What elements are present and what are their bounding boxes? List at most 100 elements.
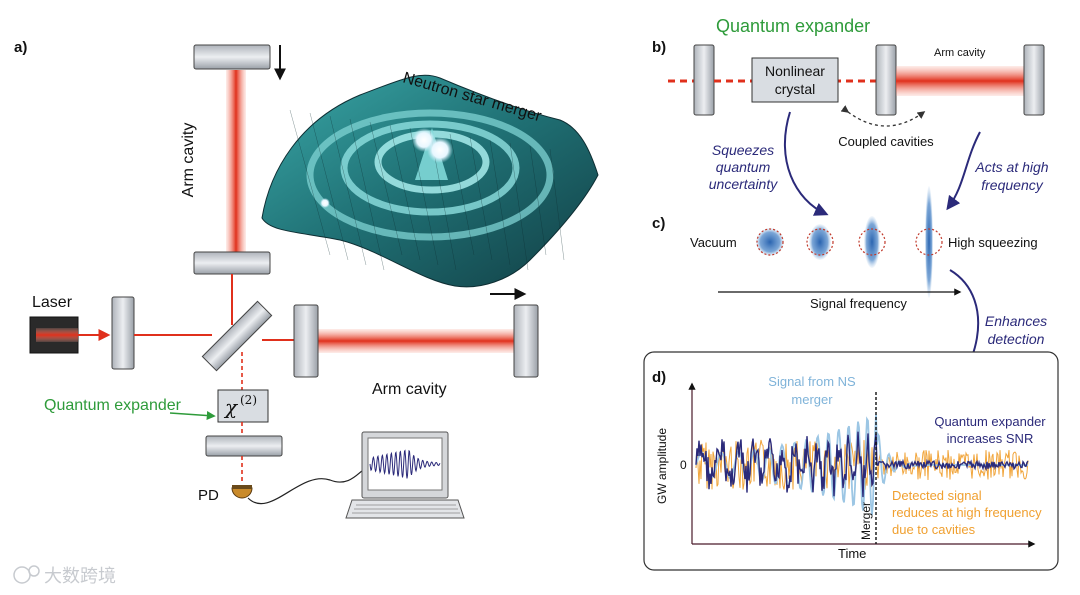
- beam-splitter: [201, 300, 273, 372]
- signal-ns-line-1: Signal from NS: [768, 374, 856, 389]
- enhances-line-1: Enhances: [985, 313, 1047, 329]
- mesh-line: [529, 145, 547, 256]
- quantum-expander-title-b: Quantum expander: [716, 16, 870, 36]
- b-input-mirror: [693, 44, 715, 116]
- time-label: Time: [838, 546, 866, 561]
- power-recycling-mirror: [111, 296, 135, 370]
- panel-b: Quantum expander b) Nonlinear crystal Ar…: [652, 16, 1049, 216]
- mesh-line: [509, 142, 529, 271]
- top-end-mirror: [193, 44, 271, 70]
- qe-line-1: Quantum expander: [934, 414, 1046, 429]
- b-end-mirror: [1023, 44, 1045, 116]
- chi2-crystal: [217, 389, 269, 423]
- keyboard-keys: [352, 504, 460, 514]
- squeezes-arrow: [783, 111, 829, 216]
- chi2-symbol: χ: [223, 395, 239, 419]
- panel-c-label: c): [652, 215, 665, 232]
- chi2-superscript: (2): [240, 393, 257, 407]
- mesh-line: [449, 133, 475, 256]
- laser-label: Laser: [32, 294, 73, 311]
- photodetector: [231, 487, 253, 499]
- nonlinear-crystal: [751, 57, 839, 103]
- watermark-logo-icon: [13, 566, 31, 584]
- mesh-line: [289, 109, 331, 256]
- panel-d-label: d): [652, 369, 666, 386]
- laser-aperture: [36, 328, 78, 342]
- watermark-logo-icon-2: [28, 565, 40, 577]
- horizontal-arm-beam: [318, 329, 514, 353]
- mesh-line: [409, 127, 439, 266]
- b-middle-mirror: [875, 44, 897, 116]
- signal-ns-line-2: merger: [791, 392, 833, 407]
- mesh-line: [309, 112, 349, 261]
- watermark-text: 大数跨境: [44, 566, 116, 587]
- squeezes-line-1: Squeezes: [712, 142, 774, 158]
- neutron-star-merger-surface: [261, 74, 599, 288]
- screen-waveform: [369, 449, 441, 479]
- mesh-line: [489, 139, 511, 266]
- mesh-line: [329, 115, 367, 266]
- pd-label: PD: [198, 487, 219, 504]
- coupled-cavities-label: Coupled cavities: [838, 134, 934, 149]
- crystal-line-1: Nonlinear: [765, 63, 825, 79]
- squeezed-state-2: [864, 216, 880, 268]
- zero-tick-label: 0: [680, 458, 687, 472]
- high-squeezed-state-circle: [915, 228, 943, 256]
- distant-star: [320, 198, 330, 208]
- mesh-line: [469, 136, 493, 261]
- high-squeezing-label: High squeezing: [948, 235, 1038, 250]
- squeezing-states: [756, 186, 943, 298]
- acts-line-1: Acts at high: [974, 159, 1048, 175]
- vacuum-state-circle: [756, 228, 784, 256]
- panel-b-label: b): [652, 39, 666, 56]
- mesh-line: [549, 148, 565, 261]
- photodetector-cap: [232, 485, 252, 489]
- panel-d: d) GW amplitude 0 Time Merger Signal fro…: [643, 351, 1059, 571]
- squeezes-line-3: uncertainty: [709, 176, 778, 192]
- quantum-expander-label-a: Quantum expander: [44, 397, 182, 414]
- vacuum-state: [756, 228, 784, 256]
- horizontal-end-mirror: [513, 304, 539, 378]
- arm-cavity-vertical-label: Arm cavity: [180, 123, 197, 198]
- squeezed-state-2-circle: [858, 228, 886, 256]
- coupled-cavities-arrow: [840, 105, 926, 127]
- mesh-line: [349, 118, 385, 271]
- neutron-star-2: [427, 137, 453, 163]
- panel-a-label: a): [14, 39, 27, 56]
- mesh-line: [369, 121, 403, 256]
- squeezes-line-2: quantum: [716, 159, 771, 175]
- detected-line-1: Detected signal: [892, 488, 982, 503]
- b-arm-cavity-label: Arm cavity: [934, 47, 986, 59]
- pd-cable: [247, 469, 365, 505]
- enhances-line-2: detection: [988, 331, 1045, 347]
- signal-frequency-label: Signal frequency: [810, 296, 907, 311]
- arm-cavity-horizontal-label: Arm cavity: [372, 381, 447, 398]
- panel-a: a) Arm cavity Laser Arm cavity χ (2): [14, 39, 599, 519]
- horizontal-input-mirror: [293, 304, 319, 378]
- vertical-arm-beam: [226, 70, 246, 252]
- qe-line-2: increases SNR: [947, 431, 1034, 446]
- spiral-ring-1: [306, 109, 554, 241]
- spiral-ring-2: [340, 120, 520, 216]
- squeezed-state-1: [809, 224, 831, 260]
- signal-recycling-mirror: [205, 435, 283, 457]
- b-arm-beam: [896, 66, 1024, 96]
- quantum-expander-signal-navy: [695, 431, 1029, 498]
- detected-line-3: due to cavities: [892, 522, 976, 537]
- vacuum-label: Vacuum: [690, 235, 737, 250]
- squeezed-state-1-circle: [806, 228, 834, 256]
- quantum-expander-arrow-a: [169, 411, 216, 420]
- acts-line-2: frequency: [981, 177, 1043, 193]
- computer-screen: [367, 437, 443, 491]
- gw-amplitude-label: GW amplitude: [655, 428, 669, 504]
- high-squeezed-state: [925, 186, 933, 298]
- crystal-line-2: crystal: [775, 81, 815, 97]
- mesh-line: [389, 124, 421, 261]
- detected-line-2: reduces at high frequency: [892, 505, 1042, 520]
- surface-mesh: [289, 109, 565, 271]
- watermark: 大数跨境: [13, 565, 116, 587]
- acts-arrow: [946, 131, 981, 211]
- merger-label: Merger: [859, 502, 873, 540]
- vertical-input-mirror: [193, 251, 271, 275]
